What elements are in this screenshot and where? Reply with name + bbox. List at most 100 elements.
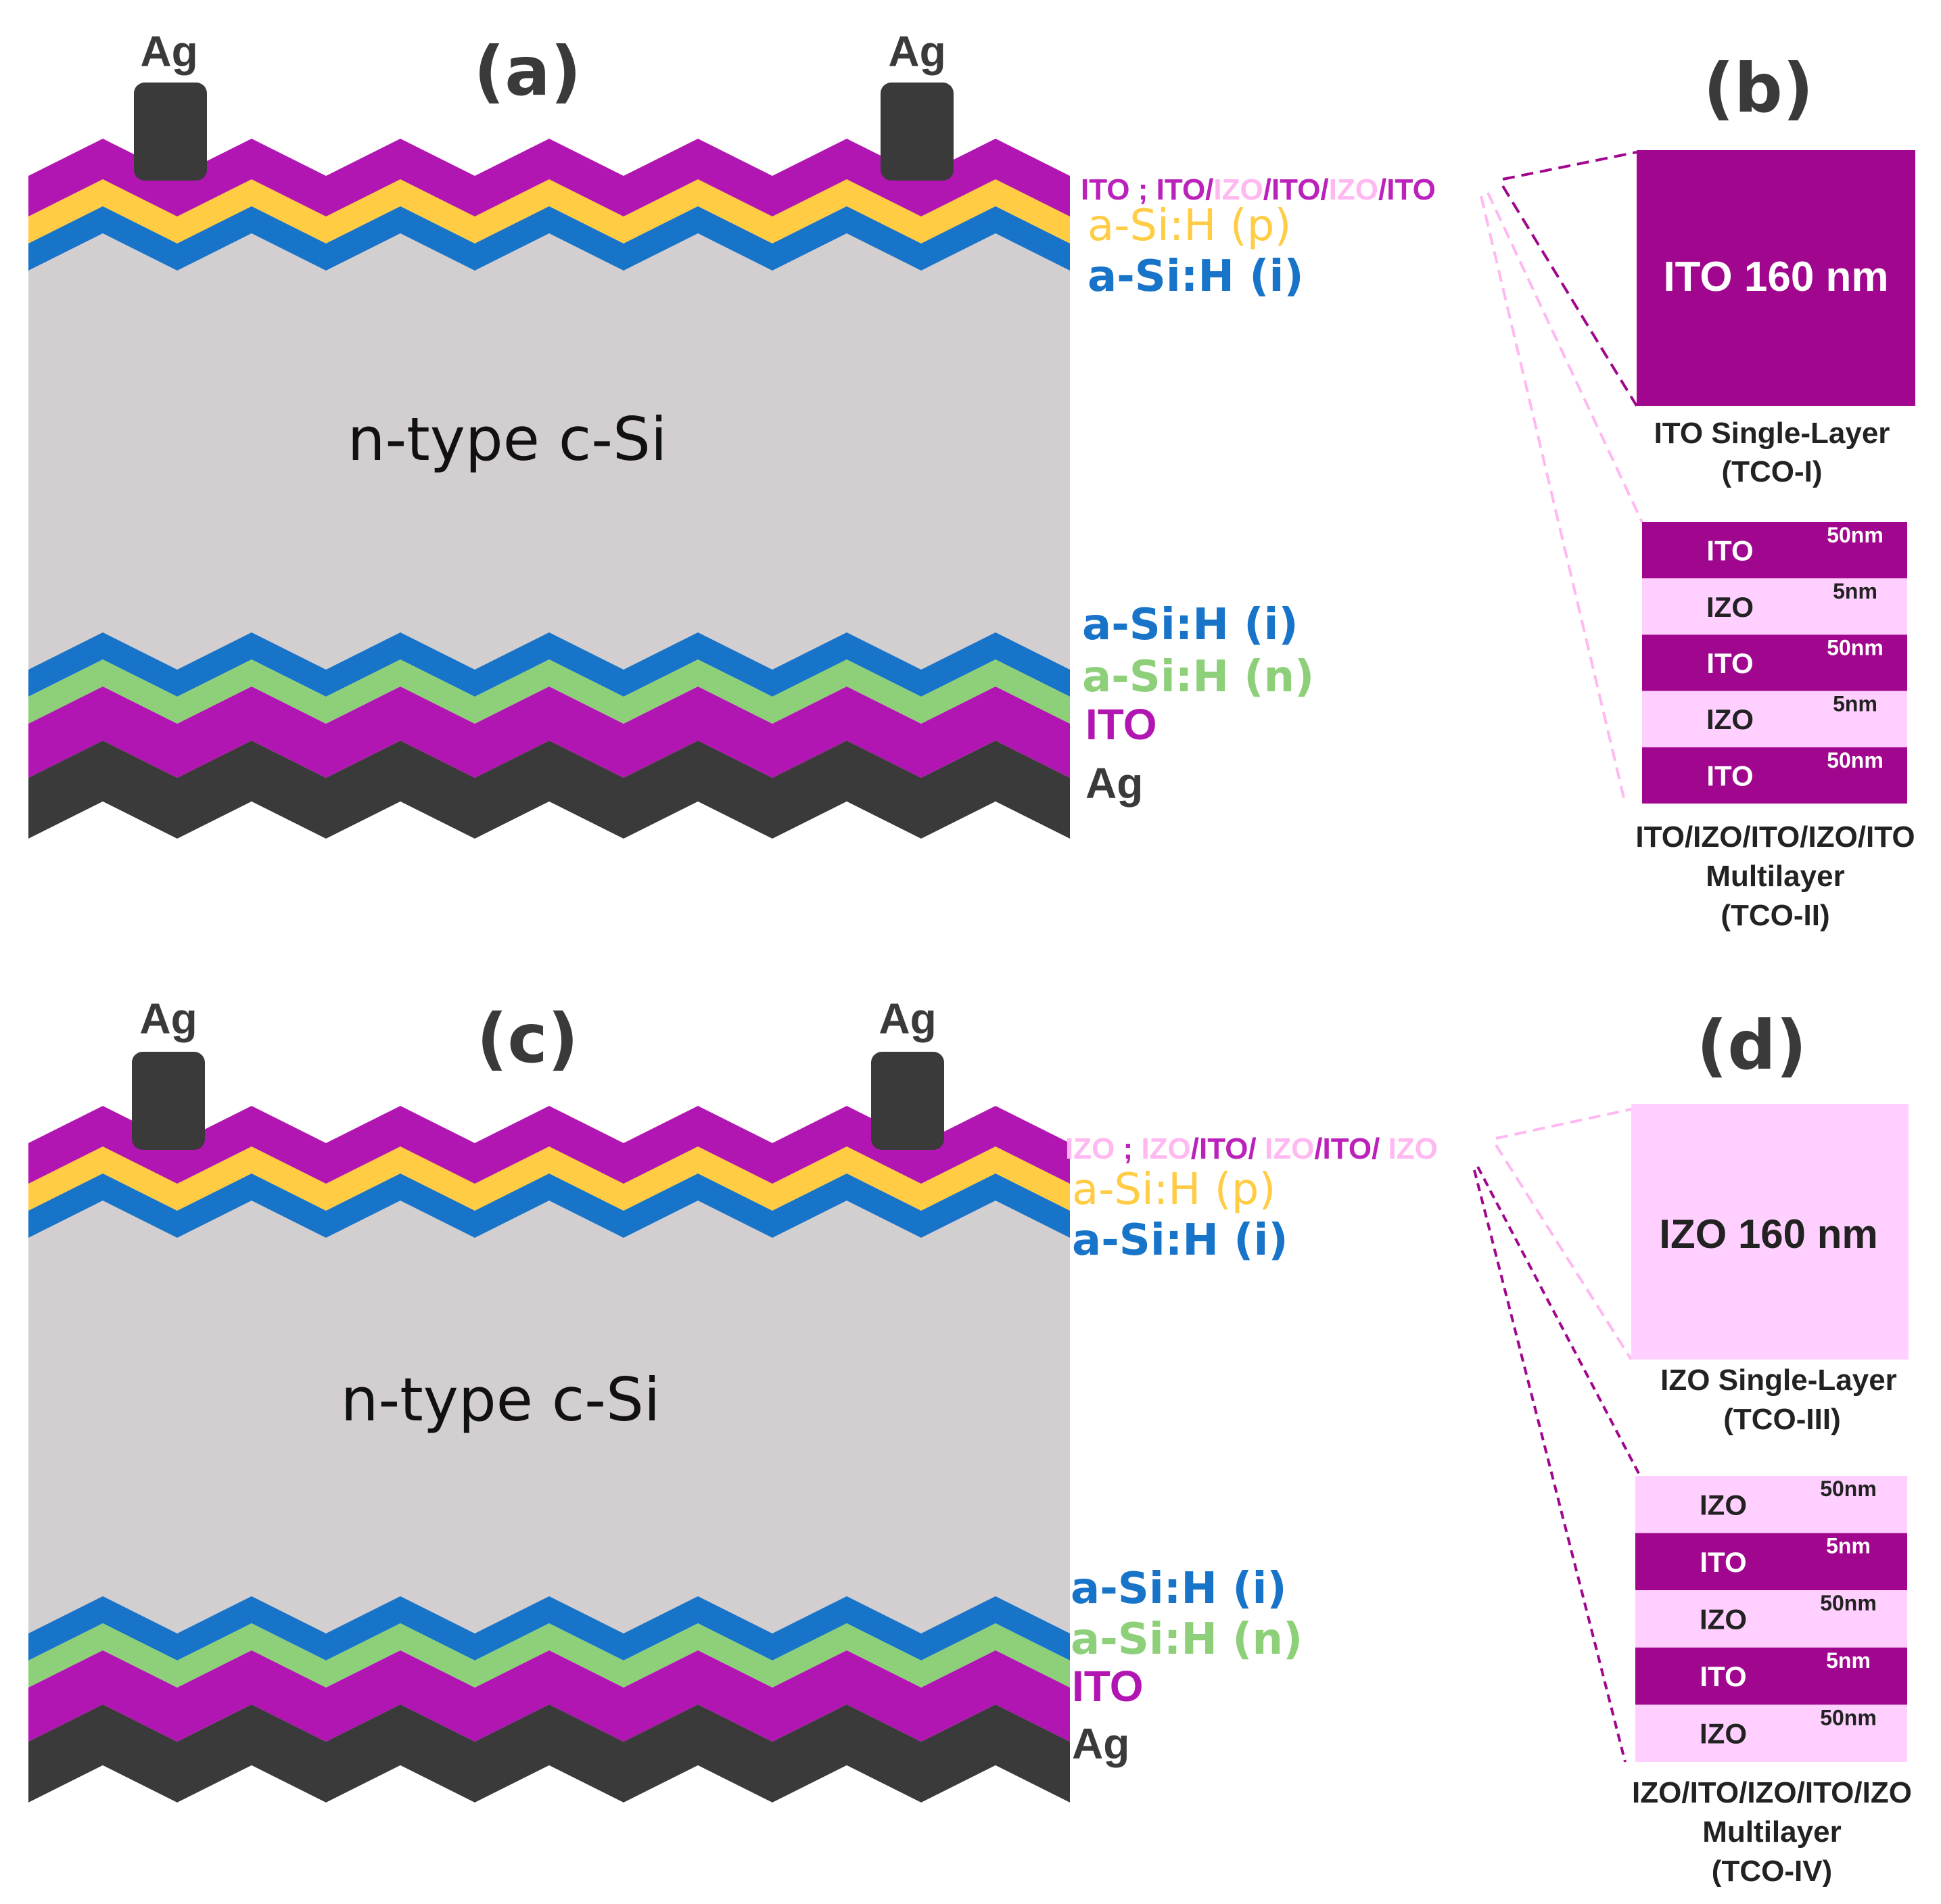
i-bottom-label-c: a-Si:H (i)	[1071, 1564, 1287, 1614]
c-si-bulk	[28, 1170, 1070, 1644]
ag-rear-layer	[28, 741, 1070, 839]
stack-layer	[1642, 522, 1907, 579]
izo-single-caption-1: IZO Single-Layer	[1660, 1364, 1897, 1397]
i-top-label-c: a-Si:H (i)	[1072, 1215, 1288, 1266]
ito-single-layer-box	[1637, 150, 1915, 406]
izo-single-layer-text: IZO 160 nm	[1659, 1211, 1877, 1257]
n-layer-label-c: a-Si:H (n)	[1071, 1615, 1303, 1665]
multi-caption-b-2: Multilayer	[1706, 860, 1844, 893]
i-bottom-label-a: a-Si:H (i)	[1082, 600, 1299, 650]
connector-b-multi-top	[1487, 192, 1643, 523]
ag-contact-right	[871, 1052, 944, 1150]
background-mask	[28, 41, 1070, 176]
stack-layer-name: IZO	[1700, 1489, 1747, 1520]
izo-single-caption-2: (TCO-III)	[1723, 1403, 1841, 1436]
bulk-label-c: n-type c-Si	[341, 1365, 661, 1435]
stack-layer-thickness: 5nm	[1833, 579, 1877, 603]
bulk-label-a: n-type c-Si	[348, 404, 668, 474]
ag-contact-left	[134, 83, 207, 181]
stack-layer-name: IZO	[1700, 1604, 1747, 1635]
ag-contact-left-label: Ag	[139, 994, 197, 1043]
tco-label-a: ITO ; ITO/IZO/ITO/IZO/ITO	[1081, 173, 1436, 206]
a-si-i-front-layer	[28, 1174, 1070, 1238]
stack-layer-name: IZO	[1706, 703, 1754, 735]
connector-d-bottom	[1495, 1144, 1633, 1361]
connector-b-bottom	[1501, 185, 1638, 407]
stack-layer-name: ITO	[1700, 1546, 1746, 1578]
stack-layer-thickness: 50nm	[1820, 1477, 1877, 1501]
stack-layer-thickness: 50nm	[1827, 635, 1884, 659]
stack-layer-thickness: 50nm	[1820, 1705, 1877, 1729]
panel-b: (b) ITO 160 nm ITO Single-Layer (TCO-I) …	[1480, 49, 1915, 932]
ag-contact-left	[132, 1052, 205, 1150]
panel-a-label: (a)	[474, 32, 582, 111]
panel-b-label: (b)	[1704, 49, 1814, 128]
izo-single-layer-box	[1631, 1104, 1909, 1360]
stack-layer-name: ITO	[1706, 647, 1753, 679]
a-si-n-layer	[28, 659, 1070, 724]
i-top-label-a: a-Si:H (i)	[1088, 252, 1304, 302]
connector-b-top	[1502, 151, 1637, 181]
stack-layer-name: ITO	[1706, 760, 1753, 791]
stack-layer-thickness: 50nm	[1827, 523, 1884, 547]
stack-layer-thickness: 5nm	[1826, 1648, 1871, 1673]
background-mask	[28, 802, 1070, 940]
ag-bottom-label-c: Ag	[1072, 1719, 1129, 1768]
ag-contact-left-label: Ag	[140, 27, 197, 76]
a-si-i-rear-layer	[28, 632, 1070, 697]
ito-bottom-label-c: ITO	[1072, 1662, 1144, 1711]
ito-single-caption-1: ITO Single-Layer	[1654, 417, 1890, 450]
multi-caption-d-1: IZO/ITO/IZO/ITO/IZO	[1632, 1776, 1912, 1809]
textured-layers-a	[28, 41, 1070, 940]
stack-layer	[1642, 634, 1907, 691]
ag-rear-layer	[28, 1704, 1070, 1803]
stack-layer	[1642, 691, 1907, 747]
stack-layer-name: ITO	[1706, 535, 1753, 567]
stack-layer	[1635, 1590, 1907, 1648]
stack-layer-name: ITO	[1700, 1661, 1746, 1692]
panel-a: Ag Ag (a) n-type c-Si ITO ; ITO/IZO/ITO/…	[28, 27, 1436, 940]
connector-d-multi-bottom	[1473, 1169, 1627, 1763]
a-si-n-layer	[28, 1623, 1070, 1688]
p-layer-label-c: a-Si:H (p)	[1072, 1165, 1276, 1215]
n-layer-label-a: a-Si:H (n)	[1082, 652, 1314, 702]
connector-b-multi-bottom	[1480, 195, 1627, 804]
stack-layer	[1635, 1533, 1907, 1591]
stack-layer	[1642, 747, 1907, 804]
a-si-i-rear-layer	[28, 1596, 1070, 1661]
multi-caption-d-2: Multilayer	[1702, 1815, 1841, 1849]
a-si-p-layer	[28, 1146, 1070, 1211]
stack-layer-thickness: 50nm	[1827, 748, 1884, 772]
stack-layer-name: IZO	[1706, 591, 1754, 623]
textured-layers-c	[28, 1008, 1070, 1904]
multi-caption-b-3: (TCO-II)	[1721, 899, 1829, 932]
stack-layer-thickness: 5nm	[1826, 1534, 1871, 1558]
ito-single-layer-text: ITO 160 nm	[1663, 254, 1888, 300]
stack-layer	[1635, 1704, 1907, 1762]
connector-d-top	[1495, 1108, 1632, 1140]
multi-caption-b-1: ITO/IZO/ITO/IZO/ITO	[1635, 820, 1915, 854]
panel-d: (d) IZO 160 nm IZO Single-Layer (TCO-III…	[1473, 1006, 1912, 1888]
tco-label-c: IZO ; IZO/ITO/ IZO/ITO/ IZO	[1065, 1132, 1438, 1165]
stack-layer	[1635, 1647, 1907, 1705]
multi-caption-d-3: (TCO-IV)	[1712, 1855, 1832, 1888]
ito-bottom-label-a: ITO	[1085, 700, 1157, 749]
a-si-p-layer	[28, 179, 1070, 243]
panel-d-label: (d)	[1697, 1006, 1807, 1085]
ag-contact-right-label: Ag	[879, 994, 936, 1043]
stack-layer	[1642, 578, 1907, 635]
ag-contact-right	[881, 83, 954, 181]
a-si-i-front-layer	[28, 206, 1070, 271]
stack-layer-name: IZO	[1700, 1718, 1747, 1750]
panel-c: Ag Ag (c) n-type c-Si IZO ; IZO/ITO/ IZO…	[28, 994, 1438, 1904]
stack-layer-thickness: 5nm	[1833, 692, 1877, 716]
ag-bottom-label-a: Ag	[1085, 759, 1143, 808]
ito-rear-layer	[28, 1650, 1070, 1742]
panel-c-label: (c)	[477, 999, 579, 1078]
stack-layer	[1635, 1476, 1907, 1533]
c-si-bulk	[28, 203, 1070, 676]
ito-rear-layer	[28, 687, 1070, 778]
